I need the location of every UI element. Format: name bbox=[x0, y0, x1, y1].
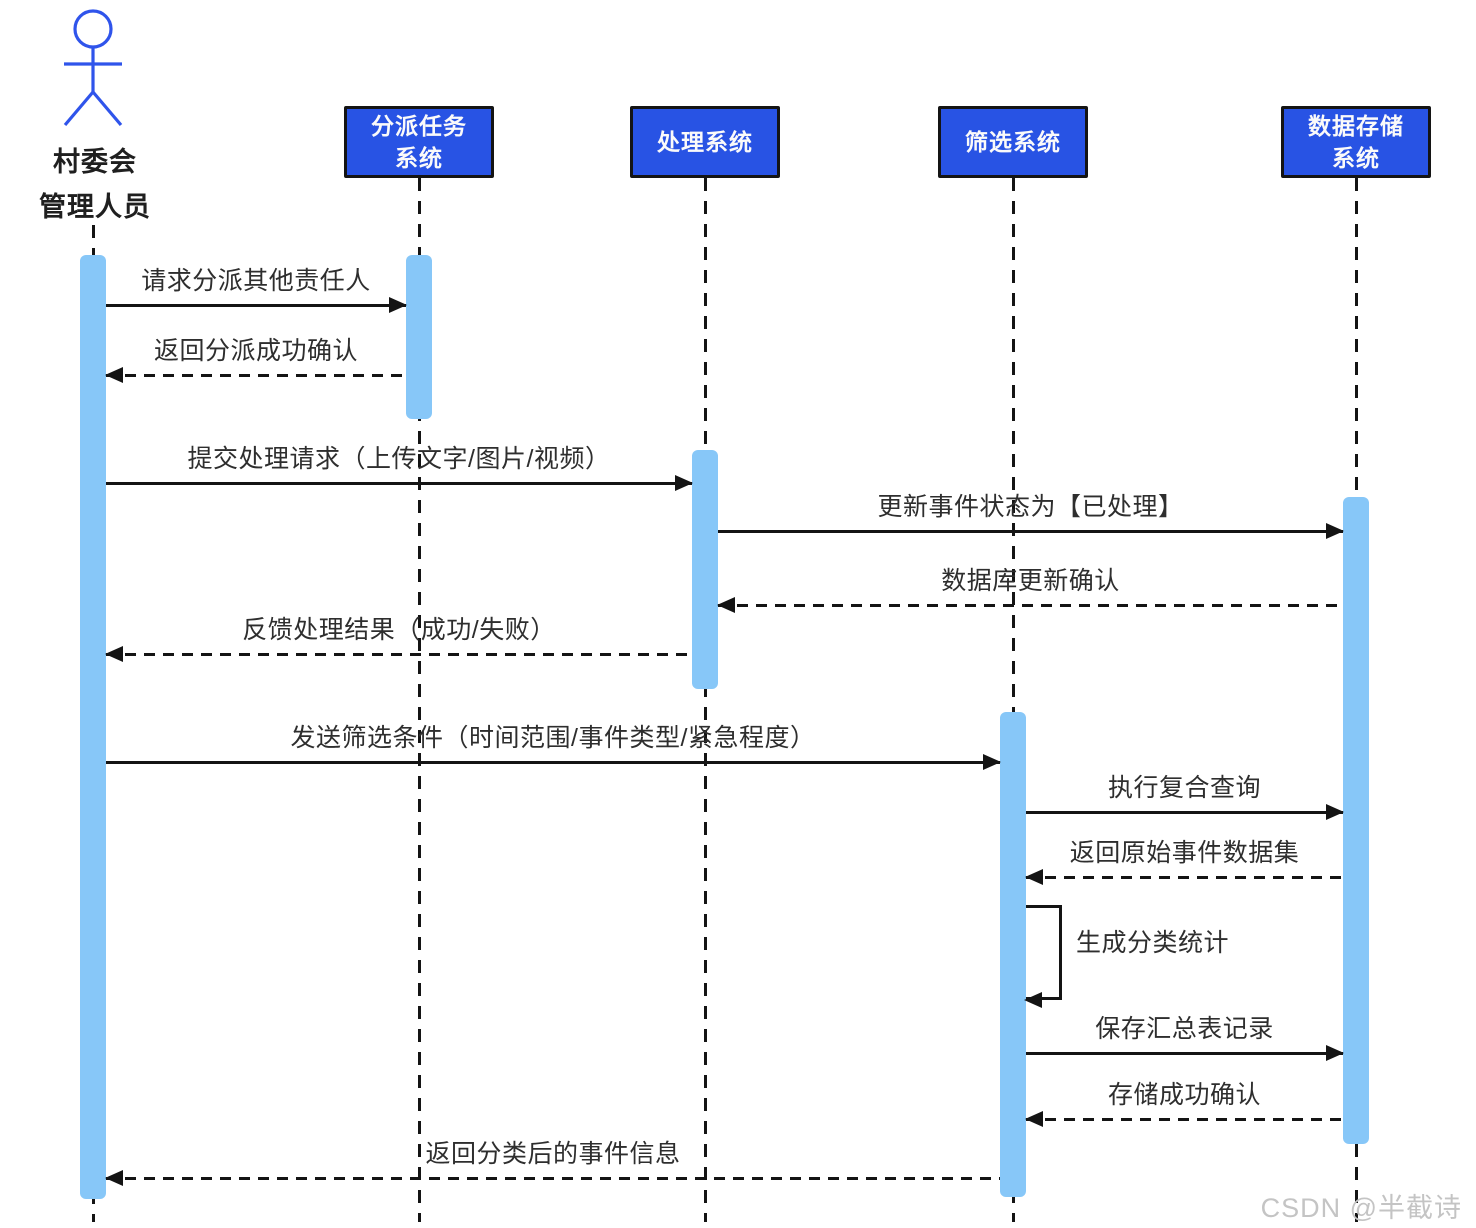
arrowhead-icon bbox=[675, 475, 693, 491]
message-arrow bbox=[1025, 869, 1343, 885]
arrowhead-icon bbox=[1025, 1111, 1043, 1127]
csdn-watermark: CSDN @半截诗 bbox=[1260, 1193, 1462, 1223]
message-arrow bbox=[718, 523, 1344, 539]
message-arrow bbox=[106, 297, 407, 313]
arrowhead-icon bbox=[389, 297, 407, 313]
message-label: 请求分派其他责任人 bbox=[141, 267, 371, 295]
message-label: 更新事件状态为【已处理】 bbox=[877, 493, 1184, 521]
message-label: 发送筛选条件（时间范围/事件类型/紧急程度） bbox=[290, 724, 816, 752]
actor-label-line1: 村委会 bbox=[53, 147, 137, 177]
participant-label: 系统 bbox=[395, 145, 443, 171]
message-label: 数据库更新确认 bbox=[941, 567, 1120, 595]
arrowhead-icon bbox=[717, 597, 735, 613]
message-label: 执行复合查询 bbox=[1107, 774, 1262, 802]
message-arrow bbox=[106, 754, 1001, 770]
message-label: 生成分类统计 bbox=[1076, 929, 1230, 957]
message-arrow bbox=[717, 597, 1343, 613]
message-arrow bbox=[1026, 804, 1344, 820]
message-label: 反馈处理结果（成功/失败） bbox=[242, 616, 556, 644]
message-arrow bbox=[1026, 1045, 1344, 1061]
activation-bar-dispatch bbox=[406, 255, 432, 419]
activation-bar-storage bbox=[1343, 497, 1369, 1144]
message-label: 提交处理请求（上传文字/图片/视频） bbox=[187, 445, 611, 473]
message-label: 保存汇总表记录 bbox=[1095, 1015, 1274, 1043]
dashed-message-line bbox=[718, 603, 1343, 607]
dashed-message-line bbox=[106, 373, 406, 377]
message-arrow bbox=[105, 367, 406, 383]
arrowhead-icon bbox=[1326, 1045, 1344, 1061]
participant-label: 系统 bbox=[1332, 145, 1380, 171]
activation-bar-filter bbox=[1000, 712, 1026, 1197]
arrowhead-icon bbox=[983, 754, 1001, 770]
participant-label: 处理系统 bbox=[657, 128, 753, 155]
arrowhead-icon bbox=[105, 646, 123, 662]
solid-message-line bbox=[106, 481, 692, 485]
activation-bar-actor bbox=[80, 255, 106, 1199]
dashed-message-line bbox=[106, 652, 692, 656]
arrowhead-icon bbox=[1326, 804, 1344, 820]
arrowhead-icon bbox=[1024, 991, 1042, 1008]
message-arrow bbox=[105, 1170, 1000, 1186]
solid-message-line bbox=[718, 529, 1343, 533]
dashed-message-line bbox=[1026, 875, 1343, 879]
dashed-message-line bbox=[106, 1176, 1000, 1180]
arrowhead-icon bbox=[105, 1170, 123, 1186]
lifeline-filter bbox=[1011, 178, 1015, 1222]
arrowhead-icon bbox=[1326, 523, 1344, 539]
activation-bar-process bbox=[692, 450, 718, 689]
message-label: 返回分类后的事件信息 bbox=[425, 1140, 681, 1168]
participant-box-dispatch: 分派任务系统 bbox=[344, 106, 494, 178]
self-message-loop bbox=[1024, 905, 1062, 1008]
actor-icon bbox=[45, 4, 141, 133]
participant-label: 分派任务 bbox=[371, 112, 467, 139]
participant-box-filter: 筛选系统 bbox=[938, 106, 1088, 178]
message-arrow bbox=[106, 475, 693, 491]
message-label: 返回原始事件数据集 bbox=[1069, 839, 1300, 867]
message-arrow bbox=[105, 646, 692, 662]
arrowhead-icon bbox=[105, 367, 123, 383]
solid-message-line bbox=[1026, 1051, 1343, 1055]
message-arrow bbox=[1025, 1111, 1343, 1127]
participant-box-process: 处理系统 bbox=[630, 106, 780, 178]
solid-message-line bbox=[106, 303, 406, 307]
lifeline-process bbox=[703, 178, 707, 1222]
participant-label: 数据存储 bbox=[1308, 112, 1404, 139]
message-label: 存储成功确认 bbox=[1107, 1081, 1262, 1109]
arrowhead-icon bbox=[1025, 869, 1043, 885]
solid-message-line bbox=[106, 760, 1000, 764]
message-label: 返回分派成功确认 bbox=[153, 337, 359, 365]
lifeline-dispatch bbox=[417, 178, 421, 1222]
dashed-message-line bbox=[1026, 1117, 1343, 1121]
participant-label: 筛选系统 bbox=[965, 128, 1061, 155]
solid-message-line bbox=[1026, 810, 1343, 814]
actor-label-line2: 管理人员 bbox=[39, 192, 151, 222]
participant-box-storage: 数据存储系统 bbox=[1281, 106, 1431, 178]
